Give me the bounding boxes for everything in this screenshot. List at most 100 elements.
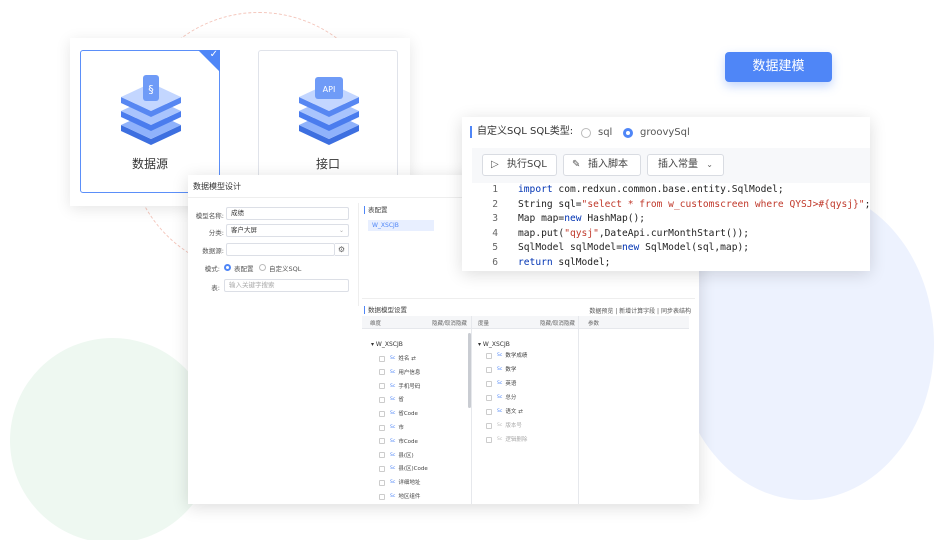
mode-sql-radio[interactable] xyxy=(259,264,266,271)
insert-constant-dropdown[interactable]: 插入常量 ⌄ xyxy=(647,154,724,176)
divider xyxy=(358,203,359,306)
edit-icon: ✎ xyxy=(572,159,581,170)
checkbox[interactable] xyxy=(486,436,492,443)
checkbox[interactable] xyxy=(379,396,385,403)
model-name-label: 模型名称: xyxy=(195,212,224,220)
checkbox[interactable] xyxy=(379,355,385,362)
svg-text:§: § xyxy=(148,83,154,96)
line-number: 6 xyxy=(492,256,498,268)
checkbox[interactable] xyxy=(379,369,385,376)
datasource-option-label: 数据源 xyxy=(131,157,168,171)
checkbox[interactable] xyxy=(486,394,492,401)
checkbox[interactable] xyxy=(379,410,385,417)
mode-table-radio[interactable] xyxy=(224,264,231,271)
measure-field-label: 数学成绩 xyxy=(505,353,528,359)
table-label: 表: xyxy=(211,284,220,292)
field-type-icon: Sc xyxy=(390,494,396,499)
checkbox[interactable] xyxy=(379,438,385,445)
divider xyxy=(362,298,695,299)
insert-script-button[interactable]: ✎ 插入脚本 xyxy=(563,154,641,176)
measure-field-label: 数学 xyxy=(505,367,517,373)
dimension-hide-header: 隐藏/取消隐藏 xyxy=(432,321,467,327)
dimension-tree-root[interactable]: ▾ W_XSCJB xyxy=(371,341,403,348)
sql-type-sql-radio[interactable] xyxy=(581,128,591,138)
code-plain: map.put( xyxy=(518,227,565,239)
checkbox[interactable] xyxy=(379,424,385,431)
sql-type-groovy-radio[interactable] xyxy=(623,128,633,138)
divider xyxy=(578,316,579,504)
api-option-label: 接口 xyxy=(315,157,340,171)
code-text: Map map=new HashMap(); xyxy=(518,212,645,227)
code-tail: new HashMap(); xyxy=(564,213,646,225)
category-select[interactable]: 客户大屏 ⌄ xyxy=(226,224,349,237)
table-config-title: 表配置 xyxy=(364,206,388,214)
code-text: map.put("qysj",DateApi.curMonthStart()); xyxy=(518,227,749,242)
model-name-input[interactable]: 成绩 xyxy=(226,207,349,220)
sql-type-groovy-label: groovySql xyxy=(640,127,690,138)
line-number: 1 xyxy=(492,184,498,195)
api-option-card[interactable]: API 接口 xyxy=(258,50,398,193)
category-value: 客户大屏 xyxy=(231,226,257,234)
checkbox[interactable] xyxy=(379,465,385,472)
measure-tree-root[interactable]: ▾ W_XSCJB xyxy=(478,341,510,348)
checkbox[interactable] xyxy=(486,422,492,429)
checkbox[interactable] xyxy=(486,352,492,359)
datasource-settings-button[interactable]: ⚙ xyxy=(335,243,349,256)
code-plain: sqlModel; xyxy=(552,256,611,268)
gear-icon: ⚙ xyxy=(337,245,346,254)
datasource-label: 数据源: xyxy=(202,247,224,255)
model-settings-actions[interactable]: 数据预览 | 新增计算字段 | 同步表结构 xyxy=(589,308,691,315)
checkbox[interactable] xyxy=(379,493,385,500)
checkbox[interactable] xyxy=(379,479,385,486)
field-type-icon: Sc xyxy=(497,423,503,428)
scrollbar[interactable] xyxy=(468,333,471,408)
datasource-option-card[interactable]: ✓ § 数据源 xyxy=(80,49,220,193)
field-type-icon: Sc xyxy=(390,425,396,430)
data-modeling-button[interactable]: 数据建模 xyxy=(725,52,832,82)
dimension-field-label: 省Code xyxy=(398,411,418,418)
divider xyxy=(188,197,699,198)
custom-sql-panel: 自定义SQL SQL类型: sql groovySql ▷ 执行SQL ✎ 插入… xyxy=(462,117,870,271)
table-search-input[interactable]: 输入关键字搜索 xyxy=(224,279,349,292)
code-text: String sql="select * from w_customscreen… xyxy=(518,198,870,213)
checkbox[interactable] xyxy=(486,366,492,373)
field-type-icon: Sc xyxy=(390,397,396,403)
dimension-field-label: 详细地址 xyxy=(398,480,421,487)
checkbox[interactable] xyxy=(379,383,385,390)
measure-header: 度量 xyxy=(478,321,490,327)
selected-table-chip[interactable]: W_XSCJB xyxy=(368,220,434,231)
field-type-icon: Sc xyxy=(497,367,503,372)
checkbox[interactable] xyxy=(486,408,492,415)
selected-corner xyxy=(198,50,220,72)
checkbox[interactable] xyxy=(486,380,492,387)
datasource-input[interactable] xyxy=(226,243,335,256)
code-string: "select * from w_customscreen where QYSJ… xyxy=(581,198,865,210)
dimension-field-label: 市 xyxy=(398,425,404,431)
code-text: SqlModel sqlModel=new SqlModel(sql,map); xyxy=(518,241,749,256)
code-plain: com.redxun.common.base.entity.SqlModel; xyxy=(552,184,784,195)
checkbox[interactable] xyxy=(379,452,385,459)
code-tail: new SqlModel(sql,map); xyxy=(621,242,750,254)
execute-sql-button[interactable]: ▷ 执行SQL xyxy=(482,154,557,176)
